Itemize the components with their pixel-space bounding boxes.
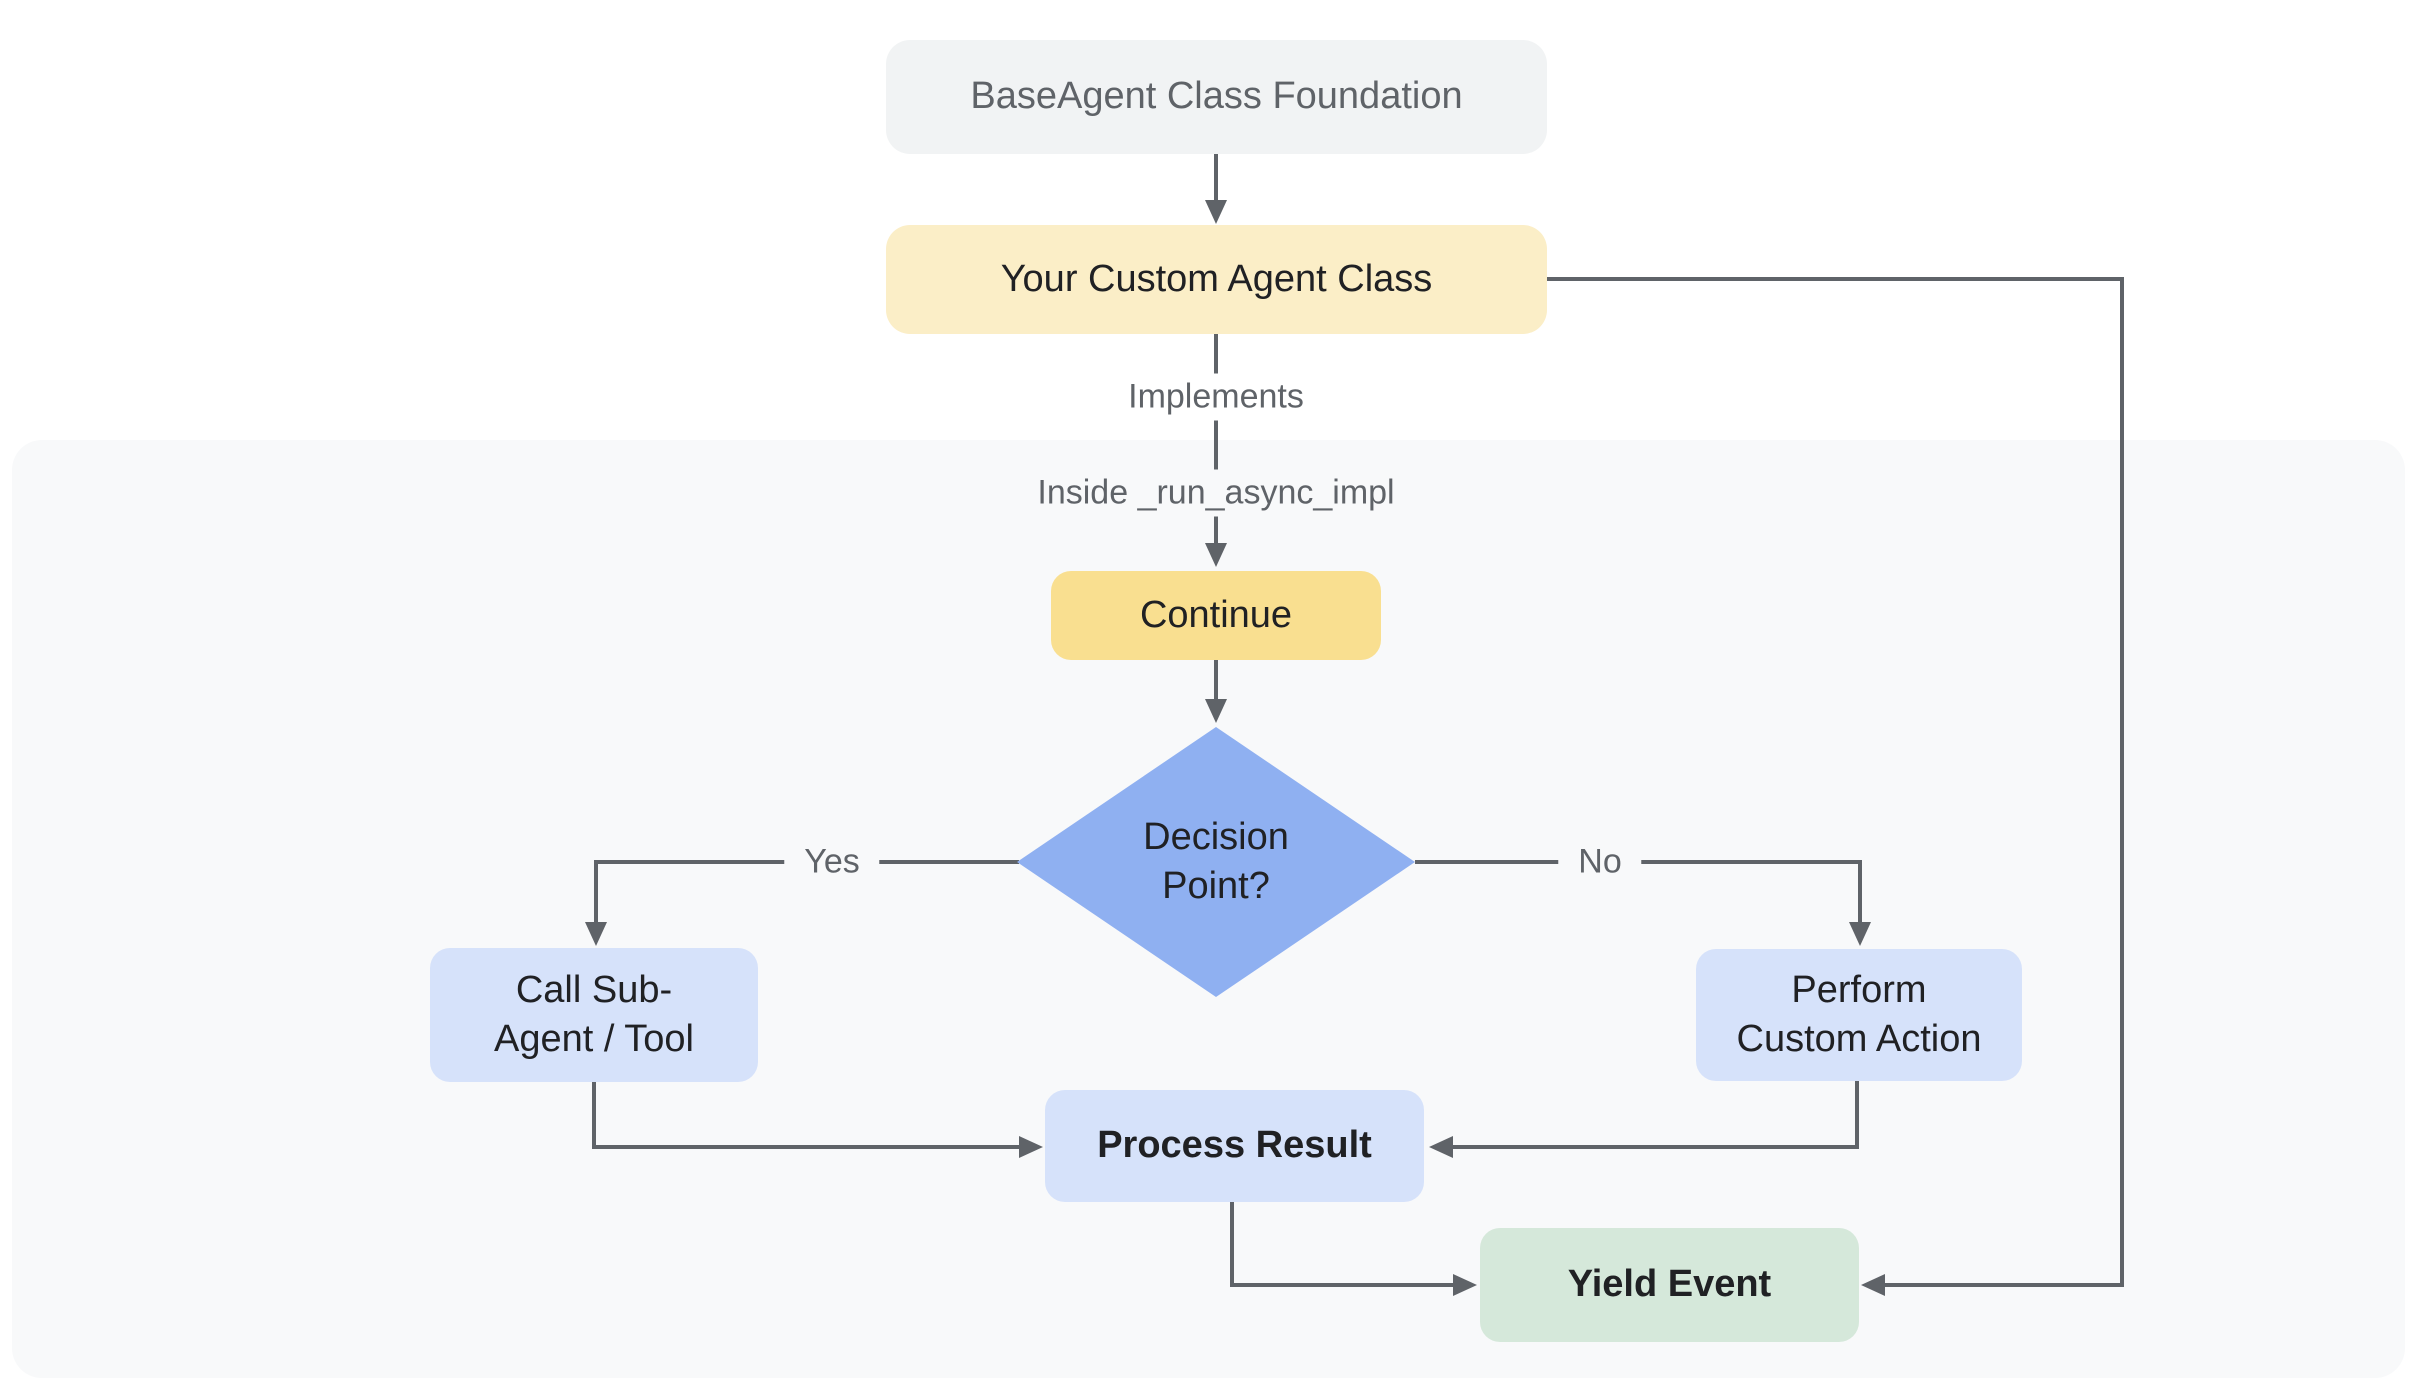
- arrowhead-into-perform: [1849, 922, 1871, 946]
- node-call-sub-line1: Call Sub-: [515, 968, 673, 1011]
- arrowhead-into-yield-right: [1861, 1274, 1885, 1296]
- edge-custom-to-yield-top: [1547, 277, 2124, 281]
- arrowhead-into-continue: [1205, 543, 1227, 567]
- edge-foundation-to-custom: [1214, 154, 1218, 200]
- edge-continue-to-decision: [1214, 660, 1218, 699]
- edge-label-implements: Implements: [1108, 373, 1324, 421]
- node-perform-line1: Perform: [1791, 968, 1927, 1011]
- arrowhead-into-yield-left: [1453, 1274, 1477, 1296]
- arrowhead-into-decision: [1205, 699, 1227, 723]
- arrowhead-into-call-sub: [585, 922, 607, 946]
- edge-process-to-yield-vertical: [1230, 1202, 1234, 1287]
- edge-call-to-process-horizontal: [592, 1145, 1019, 1149]
- edge-custom-to-yield-vertical: [2120, 277, 2124, 1285]
- edge-custom-to-continue: [1214, 334, 1218, 543]
- arrowhead-into-process-left: [1019, 1136, 1043, 1158]
- node-continue: Continue: [1051, 571, 1381, 660]
- edge-label-inside-run-async-impl: Inside _run_async_impl: [1017, 469, 1415, 517]
- node-decision-line1: Decision: [1143, 815, 1289, 858]
- edge-label-no: No: [1558, 838, 1642, 886]
- edge-yes-vertical: [594, 862, 598, 922]
- edge-no-vertical: [1858, 862, 1862, 922]
- edge-label-yes: Yes: [784, 838, 880, 886]
- node-your-custom-agent-class-label: Your Custom Agent Class: [1000, 257, 1433, 300]
- node-decision-line2: Point?: [1162, 865, 1270, 907]
- node-yield-event-label: Yield Event: [1567, 1263, 1772, 1306]
- node-your-custom-agent-class: Your Custom Agent Class: [886, 225, 1547, 334]
- node-call-sub-line2: Agent / Tool: [493, 1018, 694, 1060]
- arrowhead-into-process-right: [1429, 1136, 1453, 1158]
- edge-call-to-process-vertical: [592, 1082, 596, 1149]
- edge-perform-to-process-horizontal: [1453, 1145, 1859, 1149]
- node-process-result: Process Result: [1045, 1090, 1424, 1202]
- node-perform-custom-action: Perform Custom Action: [1696, 949, 2022, 1081]
- node-yield-event: Yield Event: [1480, 1228, 1859, 1342]
- arrowhead-into-custom-agent: [1205, 200, 1227, 224]
- node-process-result-label: Process Result: [1097, 1124, 1372, 1167]
- node-baseagent-foundation: BaseAgent Class Foundation: [886, 40, 1547, 154]
- node-continue-label: Continue: [1139, 593, 1293, 636]
- node-baseagent-foundation-label: BaseAgent Class Foundation: [970, 75, 1463, 118]
- edge-perform-to-process-vertical: [1855, 1081, 1859, 1149]
- edge-process-to-yield-horizontal: [1230, 1283, 1453, 1287]
- node-perform-line2: Custom Action: [1736, 1018, 1982, 1060]
- node-call-sub-agent-tool: Call Sub- Agent / Tool: [430, 948, 758, 1082]
- edge-custom-to-yield-bottom: [1885, 1283, 2124, 1287]
